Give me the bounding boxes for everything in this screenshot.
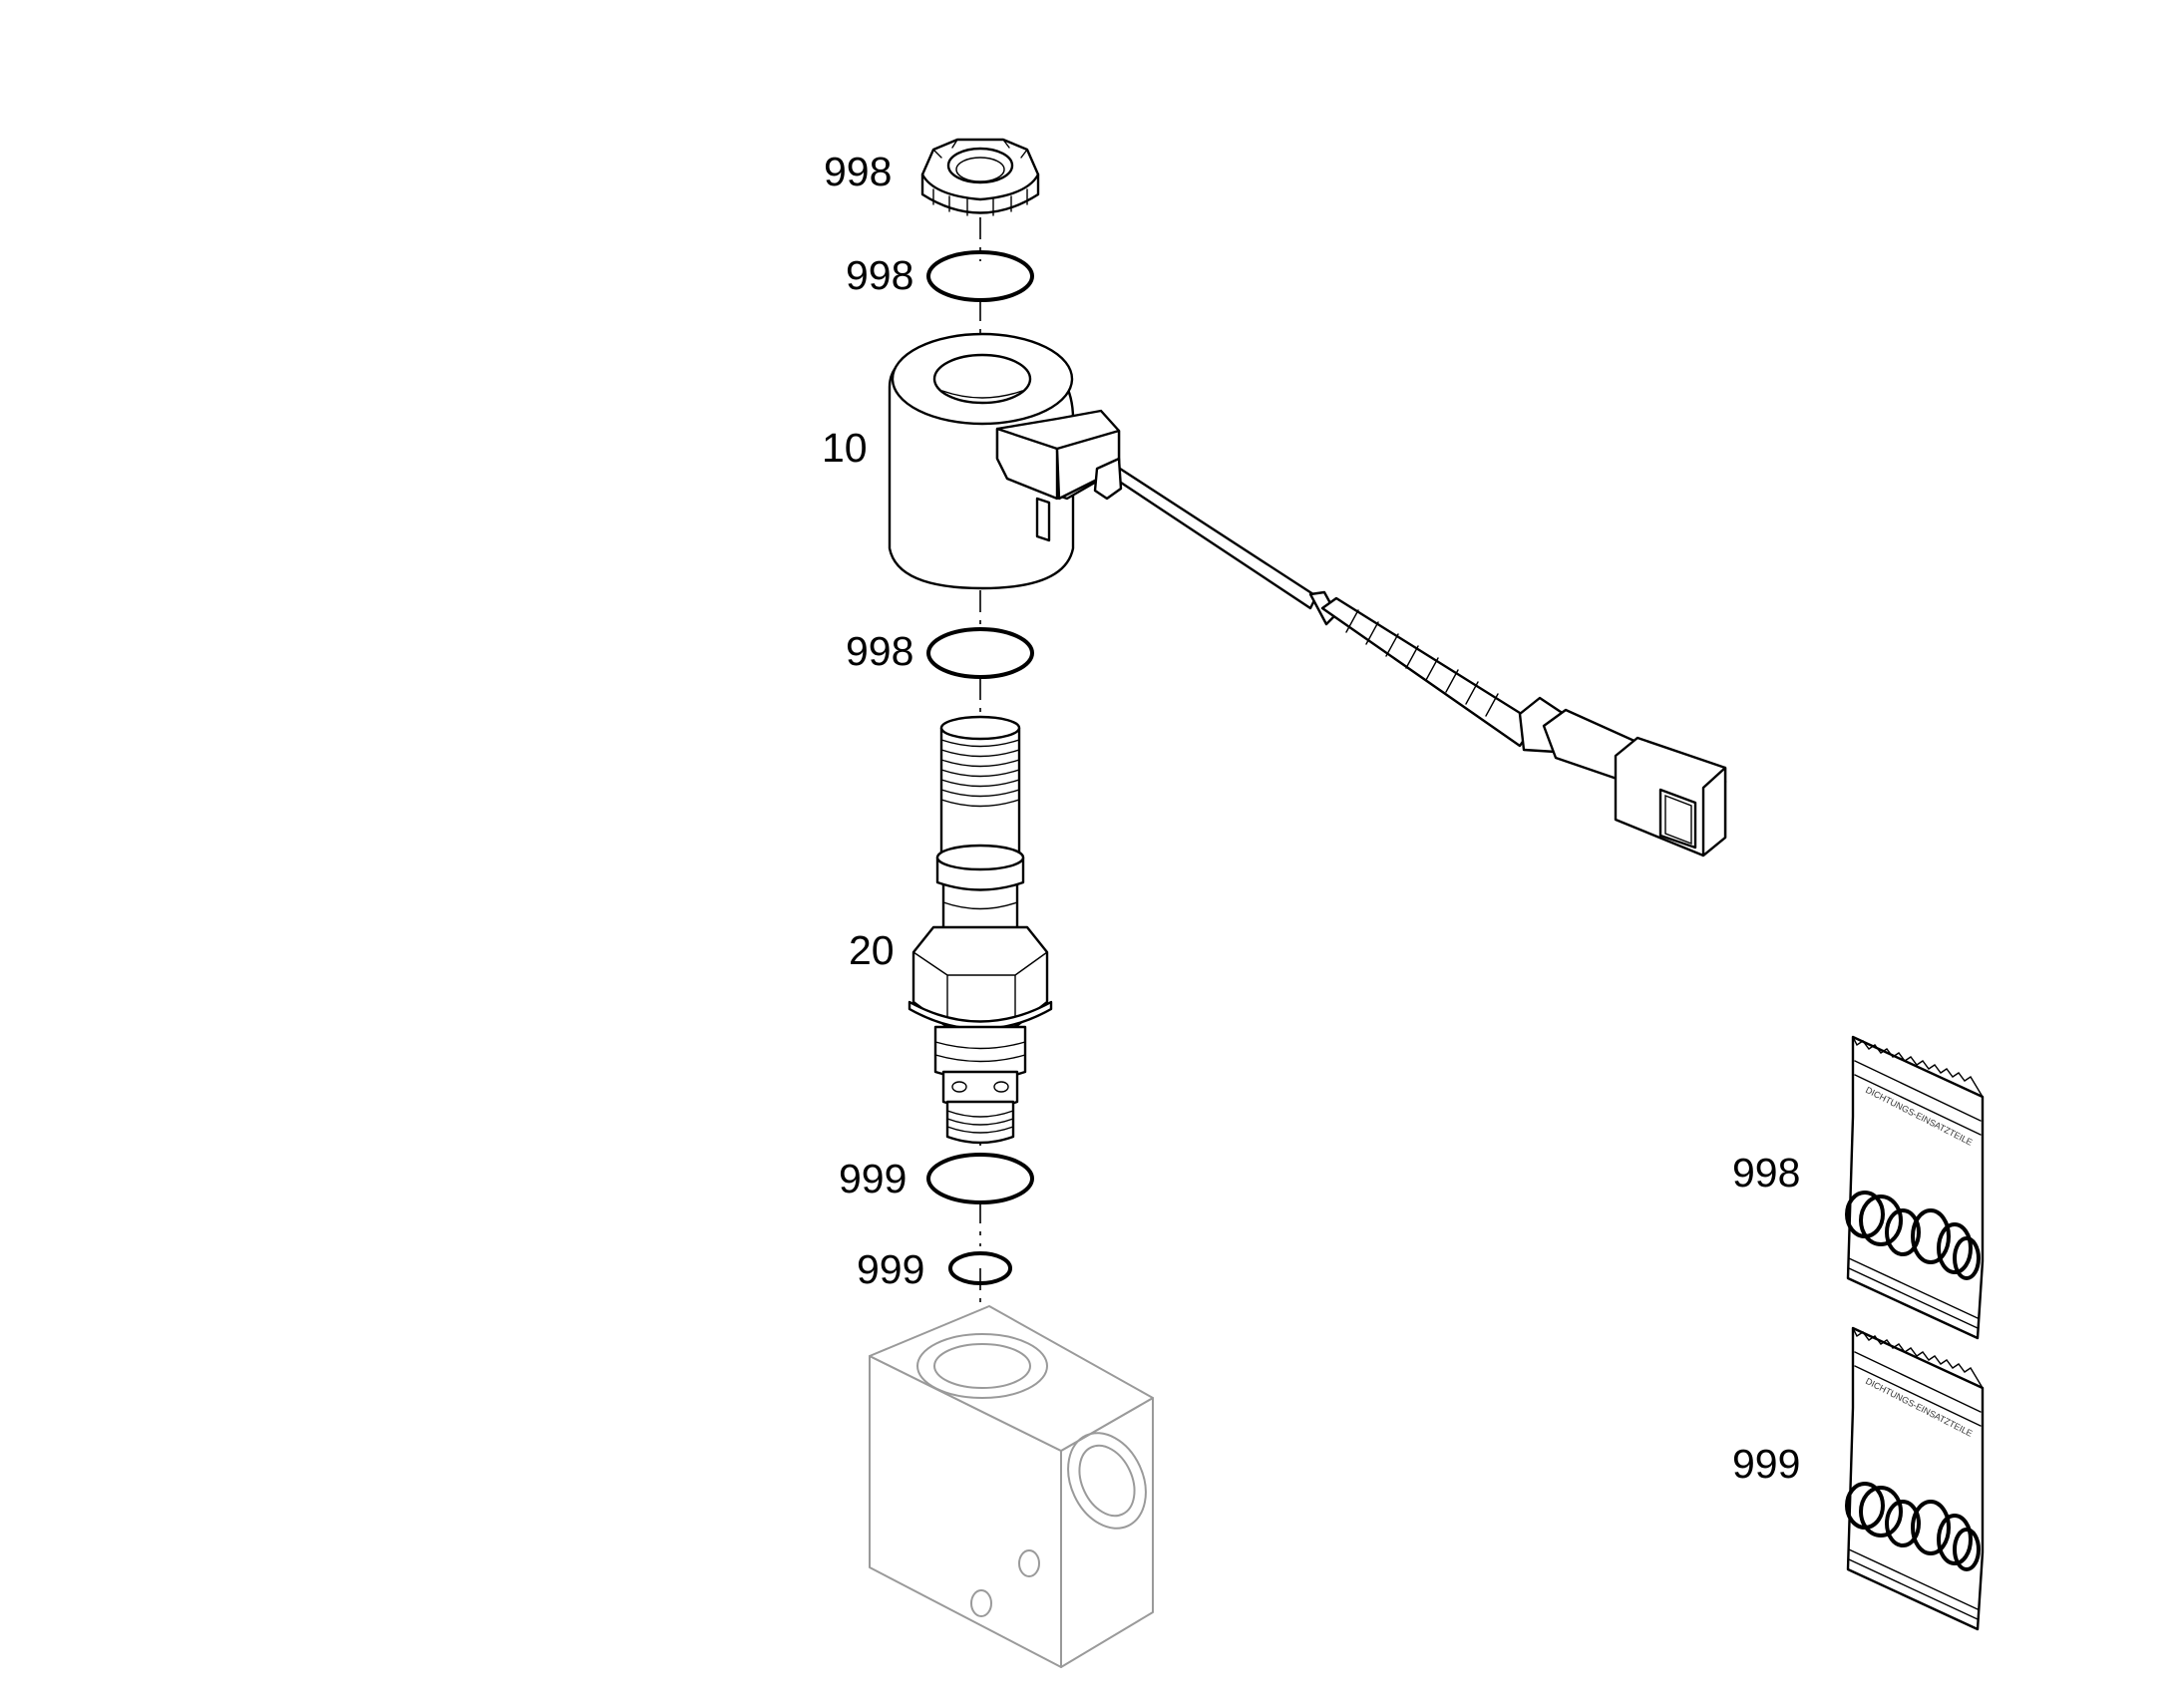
callout-o-ring-bottom: 999: [857, 1246, 924, 1292]
callout-o-ring-top: 998: [846, 252, 913, 298]
callout-coil: 10: [822, 425, 868, 471]
solenoid-coil-part: [888, 332, 1727, 857]
valve-block-housing: [869, 1305, 1154, 1668]
o-ring-top-part: [926, 250, 1034, 302]
callout-cartridge: 20: [849, 927, 895, 973]
o-ring-middle-part: [926, 627, 1034, 679]
callout-labels: 998 998 10 998 20 999 999 998 999: [822, 149, 1800, 1487]
seal-kit-bag-999: DICHTUNGS-EINSATZTEILE: [1845, 1326, 1985, 1631]
callout-nut: 998: [824, 149, 892, 194]
cartridge-valve-part: [908, 715, 1053, 1145]
callout-kit-bag-998: 998: [1732, 1150, 1800, 1196]
retaining-nut-part: [920, 138, 1040, 216]
seal-kit-bag-998: DICHTUNGS-EINSATZTEILE: [1845, 1035, 1985, 1340]
callout-kit-bag-999: 999: [1732, 1441, 1800, 1487]
o-ring-bottom-part: [948, 1251, 1012, 1285]
callout-o-ring-middle: 998: [846, 628, 913, 674]
callout-o-ring-lower: 999: [839, 1156, 907, 1201]
o-ring-lower-part: [926, 1153, 1034, 1204]
